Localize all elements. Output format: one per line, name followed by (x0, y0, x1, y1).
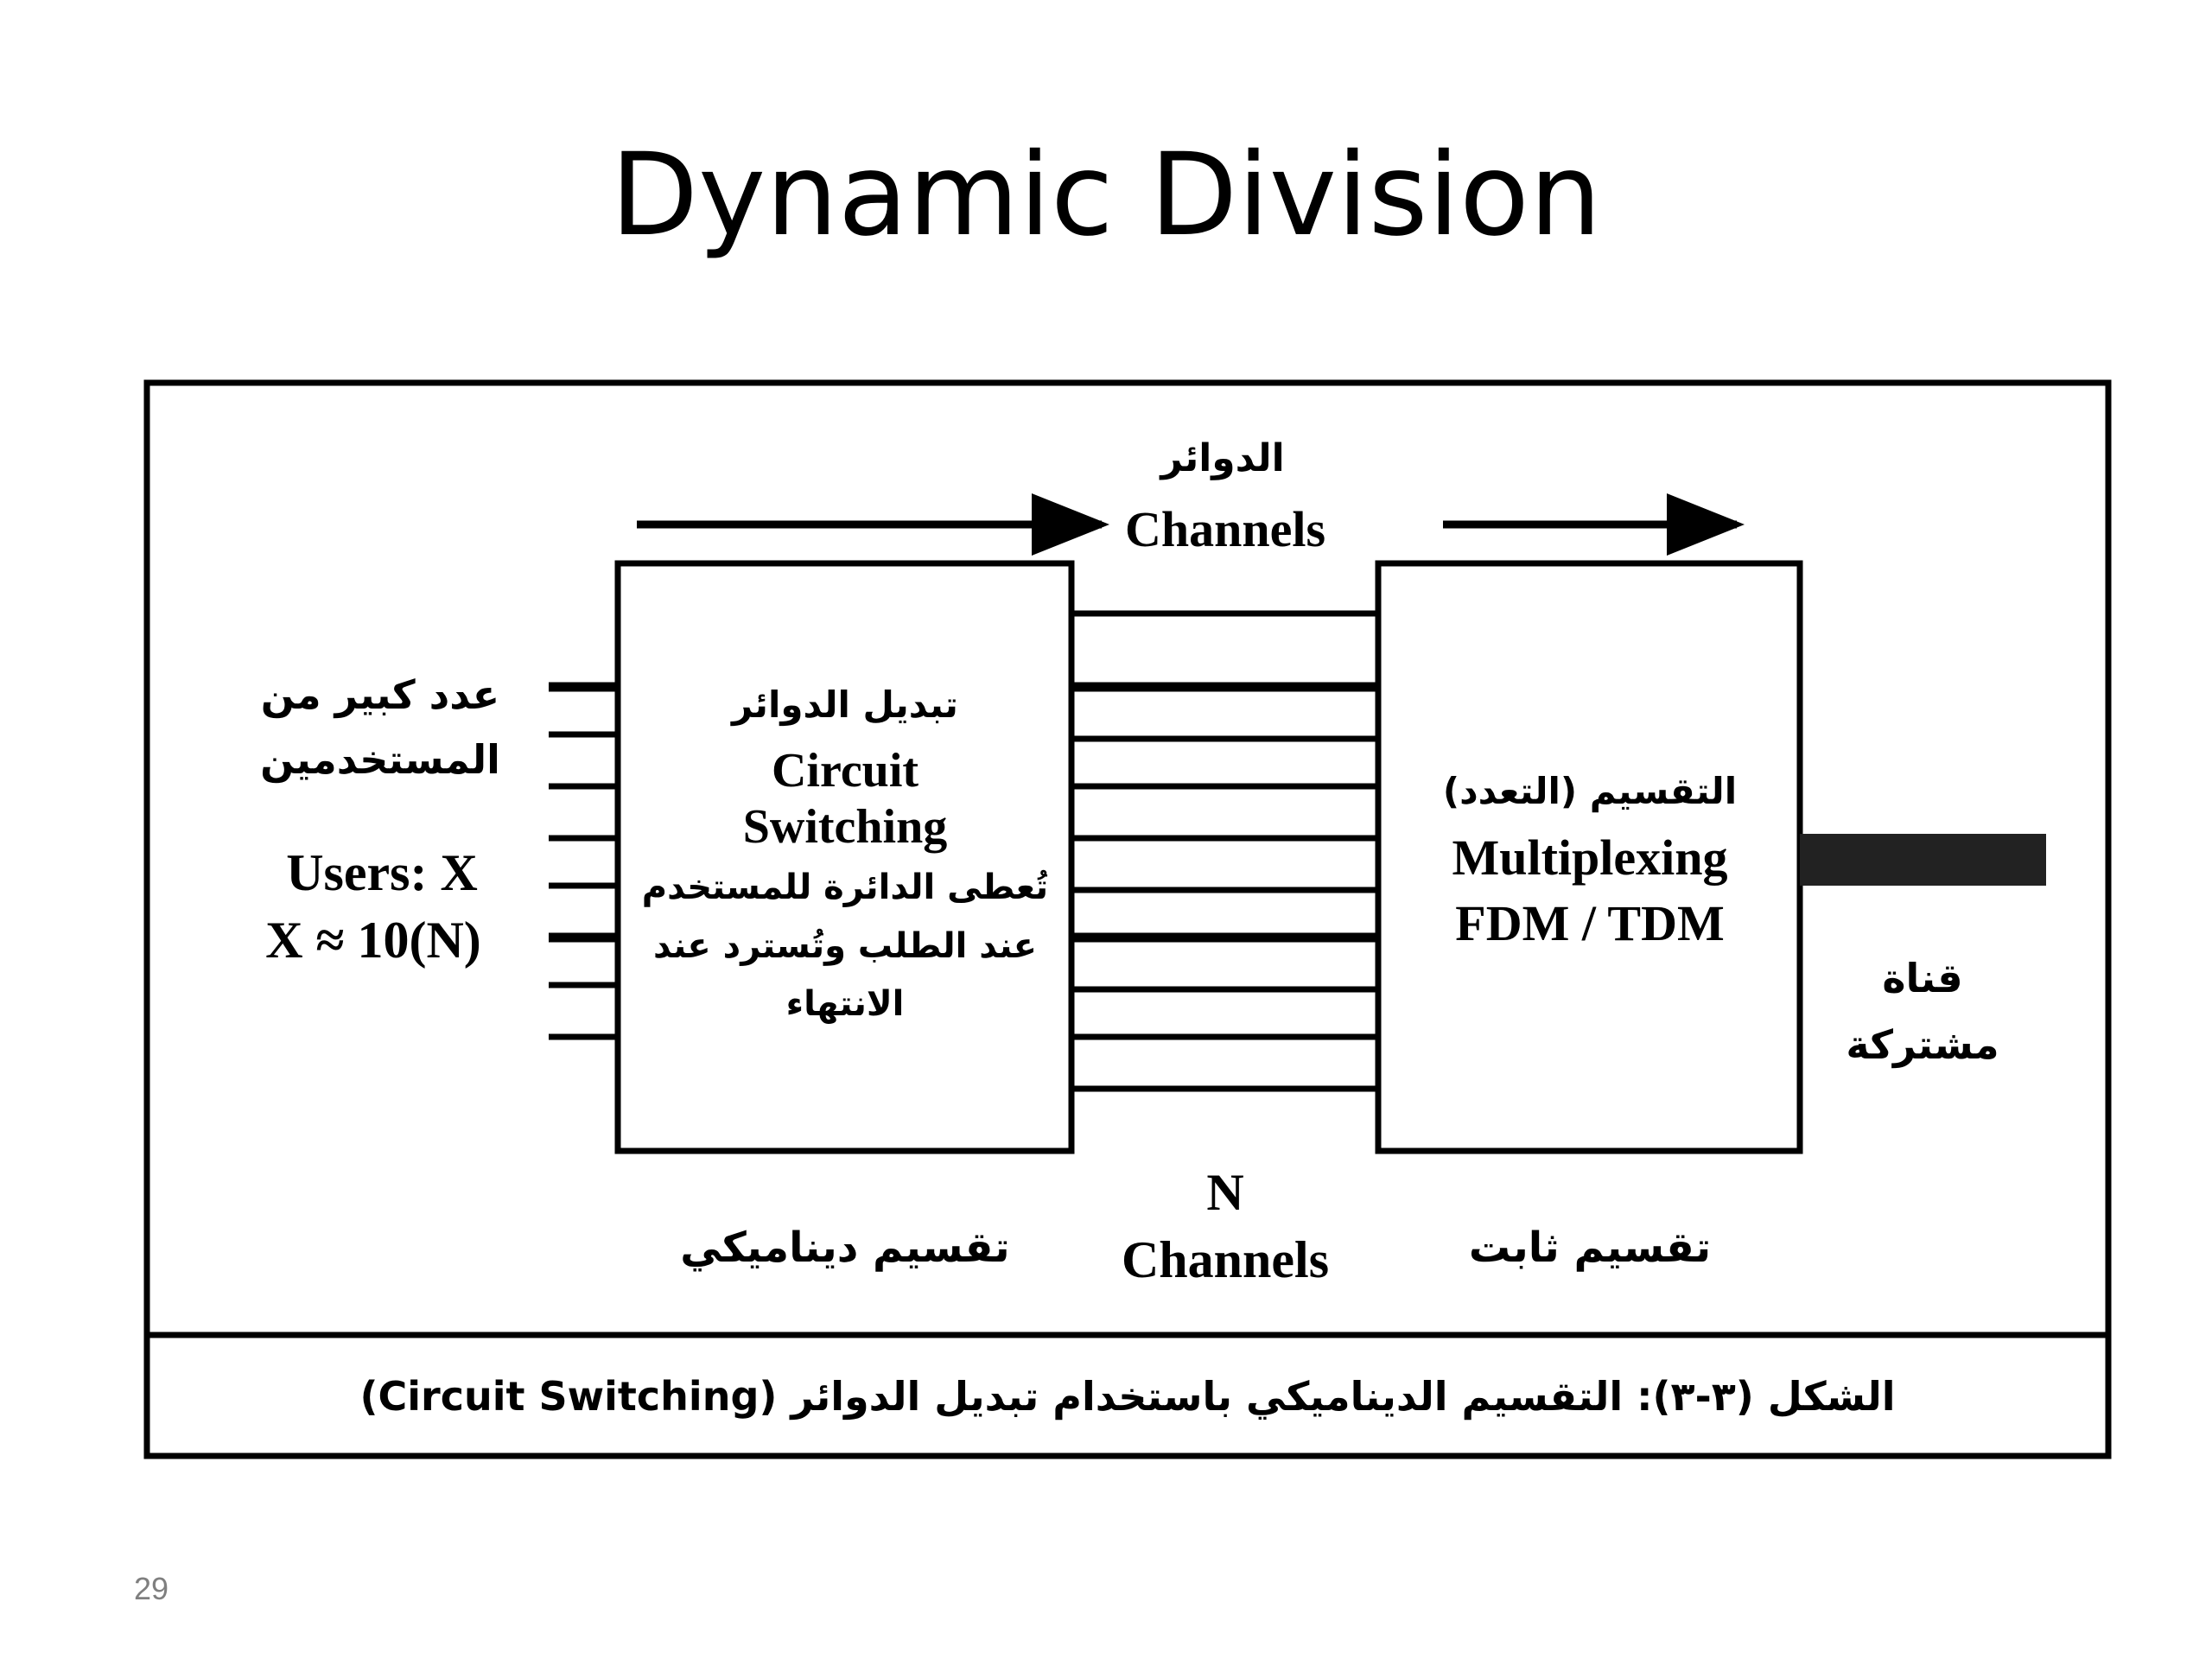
shared-channel-ar-line2: مشتركة (1846, 1021, 1999, 1068)
page-number: 29 (134, 1571, 169, 1606)
shared-channel-bar (1800, 834, 2046, 886)
users-ar-line1: عدد كبير من (261, 671, 499, 718)
n-label: N (1206, 1164, 1243, 1221)
mux-line1: Multiplexing (1452, 830, 1727, 886)
figure-caption: الشكل (٣-٣): التقسيم الديناميكي باستخدام… (360, 1373, 1896, 1420)
users-ratio-label: X ≈ 10(N) (265, 912, 481, 969)
channels-ar-label: الدوائر (1159, 436, 1284, 480)
switch-line2: Switching (743, 800, 948, 854)
shared-channel-ar-line1: قناة (1882, 955, 1962, 1001)
switch-desc-line2: عند الطلب وتُسترد عند (653, 926, 1037, 966)
channel-lines (1071, 610, 1378, 1092)
switch-title-ar: تبديل الدوائر (730, 683, 958, 727)
switch-desc-line1: تُعطى الدائرة للمستخدم (642, 868, 1048, 907)
circuit-switching-box (614, 560, 1075, 1154)
fixed-division-label: تقسيم ثابت (1469, 1224, 1711, 1272)
switch-desc-line3: الانتهاء (786, 984, 905, 1024)
slide-title: Dynamic Division (610, 129, 1602, 262)
dynamic-division-label: تقسيم ديناميكي (680, 1224, 1009, 1272)
n-channels-label: Channels (1122, 1231, 1329, 1288)
users-count-label: Users: X (286, 844, 478, 901)
user-lines (549, 682, 618, 1040)
mux-title-ar: التقسيم (التعدد) (1443, 770, 1737, 812)
figure-frame (143, 379, 2112, 1459)
mux-line2: FDM / TDM (1455, 895, 1724, 951)
switch-line1: Circuit (772, 744, 918, 798)
users-ar-line2: المستخدمين (260, 736, 500, 783)
channels-label: Channels (1125, 501, 1325, 557)
